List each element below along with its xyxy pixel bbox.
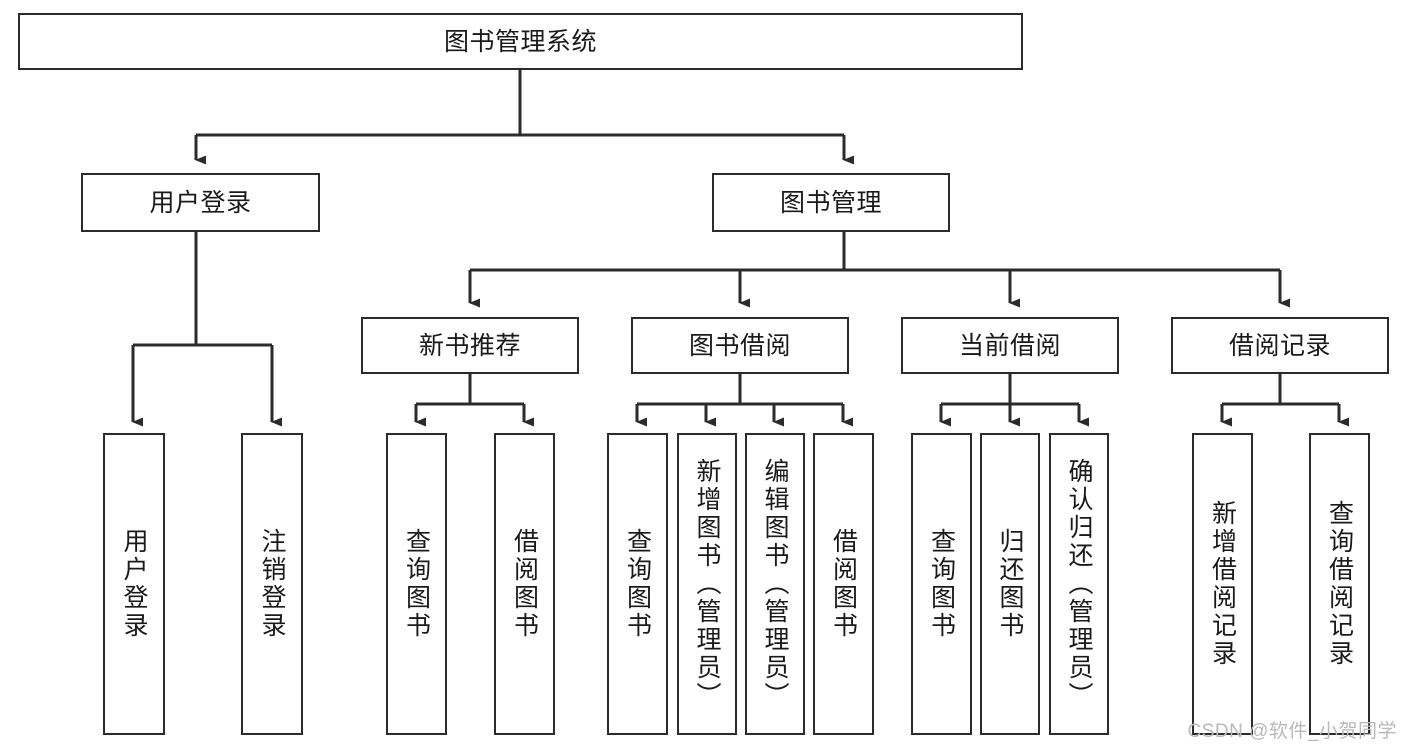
node-leaf-logout[interactable]: 注销登录 — [241, 433, 303, 735]
node-label: 借阅记录 — [1228, 331, 1331, 360]
node-leaf-edit-book-admin[interactable]: 编辑图书（管理员） — [745, 433, 805, 735]
node-label: 查询图书 — [927, 528, 956, 640]
edge-userlogin-to-leaves — [131, 232, 282, 427]
node-label: 当前借阅 — [958, 331, 1061, 360]
node-label: 新增图书（管理员） — [693, 458, 721, 710]
edge-newbook-to-leaves — [414, 374, 534, 427]
edge-currentborrow-to-leaves — [939, 374, 1089, 427]
node-label: 确认归还（管理员） — [1065, 458, 1093, 710]
node-label: 查询图书 — [402, 528, 431, 640]
csdn-watermark: CSDN @软件_小贺同学 — [1187, 721, 1397, 742]
node-label: 新书推荐 — [418, 331, 521, 360]
node-book-manage[interactable]: 图书管理 — [712, 173, 950, 232]
node-leaf-add-book-admin[interactable]: 新增图书（管理员） — [677, 433, 737, 735]
edge-bookborrow-to-leaves — [635, 374, 853, 427]
node-leaf-confirm-return-admin[interactable]: 确认归还（管理员） — [1049, 433, 1109, 735]
node-root-system[interactable]: 图书管理系统 — [18, 13, 1023, 70]
edge-root-to-level2 — [194, 70, 854, 165]
node-leaf-return-book[interactable]: 归还图书 — [980, 433, 1040, 735]
node-leaf-query-book-borrow[interactable]: 查询图书 — [607, 433, 668, 735]
node-user-login[interactable]: 用户登录 — [81, 173, 320, 232]
node-label: 借阅图书 — [510, 528, 539, 640]
node-leaf-query-book-current[interactable]: 查询图书 — [911, 433, 972, 735]
node-label: 查询借阅记录 — [1325, 500, 1354, 668]
node-label: 图书借阅 — [688, 331, 791, 360]
node-leaf-query-borrow-record[interactable]: 查询借阅记录 — [1309, 433, 1370, 735]
node-label: 用户登录 — [120, 528, 148, 640]
node-leaf-add-borrow-record[interactable]: 新增借阅记录 — [1192, 433, 1253, 735]
edge-borrowrecord-to-leaves — [1220, 374, 1349, 427]
node-leaf-query-book-recommend[interactable]: 查询图书 — [386, 433, 447, 735]
node-label: 图书管理系统 — [443, 27, 597, 56]
node-leaf-user-login[interactable]: 用户登录 — [103, 433, 165, 735]
node-label: 图书管理 — [779, 188, 882, 217]
node-leaf-borrow-book[interactable]: 借阅图书 — [813, 433, 874, 735]
node-label: 编辑图书（管理员） — [761, 458, 789, 710]
node-borrow-record[interactable]: 借阅记录 — [1171, 317, 1389, 374]
node-label: 归还图书 — [996, 528, 1024, 640]
node-book-borrow[interactable]: 图书借阅 — [631, 317, 849, 374]
node-leaf-borrow-book-recommend[interactable]: 借阅图书 — [494, 433, 555, 735]
node-label: 用户登录 — [149, 188, 252, 217]
node-new-book-recommend[interactable]: 新书推荐 — [361, 317, 579, 374]
node-label: 借阅图书 — [829, 528, 858, 640]
node-label: 注销登录 — [258, 528, 286, 640]
node-label: 新增借阅记录 — [1208, 500, 1237, 668]
node-label: 查询图书 — [623, 528, 652, 640]
node-current-borrow[interactable]: 当前借阅 — [901, 317, 1119, 374]
edge-bookmanage-to-level3 — [468, 232, 1290, 308]
